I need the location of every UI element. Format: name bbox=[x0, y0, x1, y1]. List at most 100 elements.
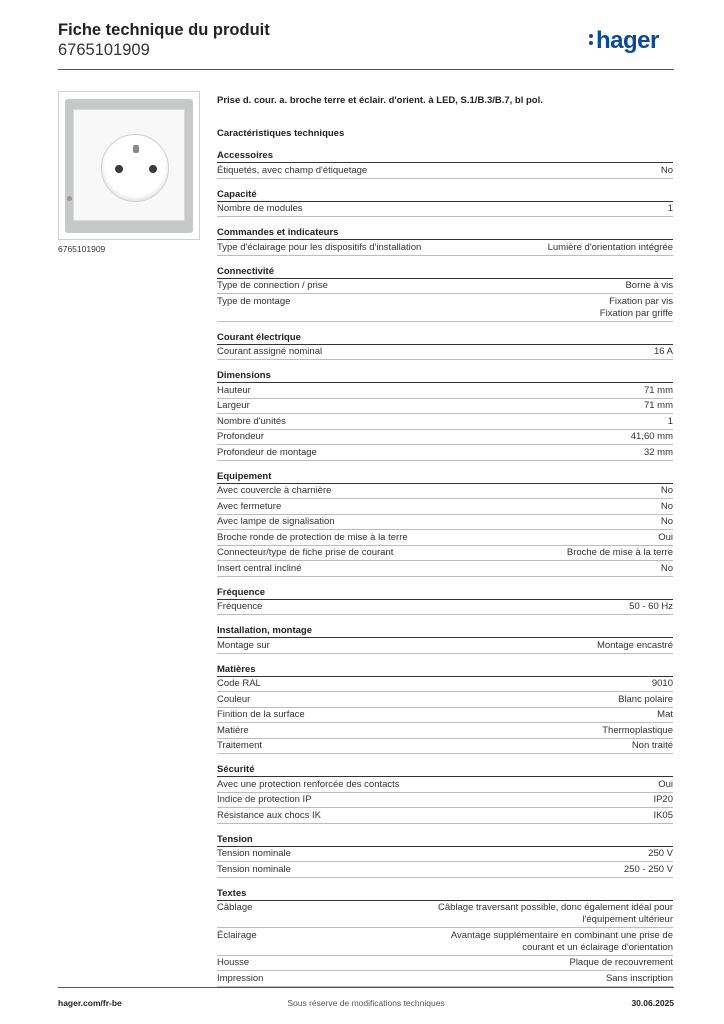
section-title: Matières bbox=[217, 662, 673, 677]
spec-row: Avec couvercle à charnière No bbox=[217, 484, 673, 499]
spec-value: 1 bbox=[667, 203, 673, 214]
header-divider bbox=[58, 69, 674, 70]
spec-value: Lumière d'orientation intégrée bbox=[547, 241, 673, 253]
product-code: 6765101909 bbox=[58, 41, 150, 59]
section-gap bbox=[217, 322, 673, 330]
spec-value: No bbox=[660, 562, 673, 574]
spec-label: Matière bbox=[217, 724, 249, 736]
spec-value: Câblage traversant possible, donc égalem… bbox=[437, 902, 673, 925]
spec-value: 1 bbox=[667, 415, 673, 427]
spec-label: Type de montage bbox=[217, 295, 291, 307]
spec-value: IP20 bbox=[653, 794, 673, 805]
section-title: Textes bbox=[217, 886, 673, 901]
spec-value: Mat bbox=[657, 709, 673, 720]
cover-plate bbox=[73, 109, 185, 221]
section-gap bbox=[217, 217, 673, 225]
document-header: Fiche technique du produit 6765101909 bbox=[58, 20, 270, 60]
spec-label: Type de connection / prise bbox=[217, 280, 328, 291]
spec-row: Broche ronde de protection de mise à la … bbox=[217, 530, 673, 546]
spec-value: No bbox=[660, 516, 673, 527]
document-title: Fiche technique du produit bbox=[58, 21, 270, 39]
spec-label: Type d'éclairage pour les dispositifs d'… bbox=[217, 241, 422, 253]
socket-hole-left bbox=[115, 165, 123, 173]
section-title: Dimensions bbox=[217, 368, 673, 383]
logo-text: hager bbox=[596, 27, 659, 54]
section-gap bbox=[217, 577, 673, 585]
spec-row: Avec fermeture No bbox=[217, 499, 673, 515]
spec-label: Finition de la surface bbox=[217, 709, 305, 720]
led-indicator bbox=[67, 196, 72, 201]
spec-value: 250 V bbox=[648, 848, 673, 859]
earth-pin bbox=[133, 145, 139, 153]
section-gap bbox=[217, 461, 673, 469]
spec-value: No bbox=[660, 485, 673, 496]
spec-label: Code RAL bbox=[217, 678, 261, 689]
spec-label: Indice de protection IP bbox=[217, 794, 312, 805]
spec-value: Non traité bbox=[631, 740, 673, 751]
spec-label: Étiquetés, avec champ d'étiquetage bbox=[217, 164, 368, 176]
spec-label: Largeur bbox=[217, 400, 250, 411]
logo-colon-icon bbox=[589, 26, 594, 48]
spec-label: Traitement bbox=[217, 740, 263, 751]
section-title: Capacité bbox=[217, 187, 673, 202]
spec-row: Connecteur/type de fiche prise de couran… bbox=[217, 546, 673, 561]
spec-label: Broche ronde de protection de mise à la … bbox=[217, 531, 408, 543]
spec-label: Tension nominale bbox=[217, 848, 291, 859]
spec-row: Code RAL 9010 bbox=[217, 677, 673, 692]
spec-label: Fréquence bbox=[217, 601, 263, 612]
section-gap bbox=[217, 615, 673, 623]
spec-row: Câblage Câblage traversant possible, donc… bbox=[217, 901, 673, 928]
spec-value: 9010 bbox=[651, 678, 673, 689]
spec-content: Prise d. cour. a. broche terre et éclair… bbox=[217, 95, 673, 995]
spec-value: No bbox=[660, 500, 673, 512]
section-title: Equipement bbox=[217, 469, 673, 484]
spec-value: Thermoplastique bbox=[602, 724, 673, 736]
spec-value: 41,60 mm bbox=[630, 431, 673, 442]
spec-label: Résistance aux chocs IK bbox=[217, 809, 322, 821]
footer-divider bbox=[58, 987, 674, 988]
spec-label: Câblage bbox=[217, 902, 253, 913]
section-gap bbox=[217, 360, 673, 368]
spec-label: Impression bbox=[217, 972, 264, 984]
section-title: Connectivité bbox=[217, 264, 673, 279]
spec-row: Traitement Non traité bbox=[217, 739, 673, 754]
spec-label: Housse bbox=[217, 957, 250, 968]
socket-hole-right bbox=[149, 165, 157, 173]
spec-value: 71 mm bbox=[643, 384, 673, 396]
spec-label: Tension nominale bbox=[217, 863, 291, 875]
spec-value: Montage encastré bbox=[596, 639, 673, 651]
section-gap bbox=[217, 179, 673, 187]
spec-label: Éclairage bbox=[217, 929, 257, 941]
page-footer: hager.com/fr-be Sous réserve de modifica… bbox=[58, 998, 674, 1010]
section-gap bbox=[217, 654, 673, 662]
spec-label: Avec fermeture bbox=[217, 500, 282, 512]
section-title: Accessoires bbox=[217, 148, 673, 163]
spec-value: Blanc polaire bbox=[618, 693, 673, 705]
spec-label: Avec couvercle à charnière bbox=[217, 485, 332, 496]
